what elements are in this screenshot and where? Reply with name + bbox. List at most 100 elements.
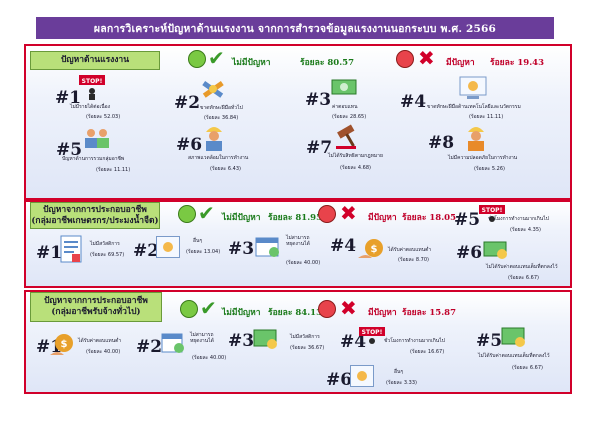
money-icon (501, 327, 525, 347)
has-problem-percent: ร้อยละ 18.05 (402, 213, 457, 223)
section-label-line: (กลุ่มอาชีพรับจ้างทั่วไป) (51, 307, 141, 317)
rank-number: #1 (55, 88, 82, 108)
rank-number: #2 (174, 93, 201, 113)
page-title-text: ผลการวิเคราะห์ปัญหาด้านแรงงาน จากการสำรว… (93, 22, 497, 35)
item-percent: (ร้อยละ 13.04) (186, 249, 221, 255)
worker-icon (206, 127, 222, 151)
item-label: ชั่วโมงการทำงานมากเกินไป (384, 338, 445, 344)
cross-icon: ✖ (340, 296, 357, 320)
has-problem-label: มีปัญหา (368, 308, 397, 318)
happy-face-icon (178, 205, 196, 223)
has-problem-percent: ร้อยละ 19.43 (490, 58, 545, 68)
section-label: ปัญหาด้านแรงงาน (30, 51, 160, 70)
rank-number: #5 (476, 331, 503, 351)
cross-icon: ✖ (340, 201, 357, 225)
item-label: ไม่มีสวัสดิการ (90, 241, 120, 247)
document-icon (60, 235, 82, 263)
item-percent: (ร้อยละ 36.84) (204, 115, 239, 121)
item-label: ไม่มีความปลอดภัยในการทำงาน (448, 155, 518, 161)
item-percent: (ร้อยละ 6.67) (512, 365, 543, 371)
money-bag-icon: $ (358, 239, 383, 258)
item-percent: (ร้อยละ 69.57) (90, 252, 125, 258)
rank-number: #4 (340, 332, 367, 352)
cross-icon: ✖ (418, 46, 435, 70)
rank-number: #5 (56, 140, 83, 160)
item-percent: (ร้อยละ 52.03) (86, 114, 121, 120)
item-percent: (ร้อยละ 3.33) (386, 380, 417, 386)
item-label: ไม่มีสวัสดิการ (290, 334, 320, 340)
item-percent: (ร้อยละ 5.26) (474, 166, 505, 172)
calendar-icon (161, 333, 184, 353)
section-label-line: (กลุ่มอาชีพเกษตรกร/ประมงน้ำจืด) (31, 215, 159, 226)
gavel-icon (336, 124, 356, 149)
item-label: ไม่ได้รับค่าตอบแทนเต็มที่ตกลงไว้ (486, 264, 558, 270)
item-label: ได้รับค่าตอบแทนต่ำ (78, 338, 122, 344)
rank-number: #3 (305, 90, 332, 110)
item-percent: (ร้อยละ 16.67) (410, 349, 445, 355)
no-problem-label: ไม่มีปัญหา (222, 213, 261, 223)
section-label-line: ปัญหาจากการประกอบอาชีพ (44, 296, 148, 306)
item-percent: (ร้อยละ 11.11) (469, 114, 504, 120)
item-label: ขาดทักษะฝีมือทั่วไป (200, 105, 243, 111)
stop-text: STOP! (482, 207, 503, 214)
no-problem-percent: ร้อยละ 80.57 (300, 58, 355, 68)
section-label: ปัญหาจากการประกอบอาชีพ (กลุ่มอาชีพรับจ้า… (30, 292, 162, 322)
no-problem-label: ไม่มีปัญหา (232, 58, 271, 68)
rank-number: #3 (228, 331, 255, 351)
section-label-line: ปัญหาด้านแรงงาน (60, 55, 130, 65)
item-percent: (ร้อยละ 8.70) (398, 257, 429, 263)
stop-sign-icon: STOP! (359, 327, 385, 344)
rank-number: #6 (326, 370, 353, 390)
item-percent: (ร้อยละ 40.00) (286, 260, 321, 266)
money-icon (483, 241, 507, 259)
has-problem-percent: ร้อยละ 15.87 (402, 308, 457, 318)
money-bag-icon: $ (50, 334, 73, 355)
sad-face-icon (396, 50, 414, 68)
rank-number: #4 (330, 236, 357, 256)
item-label: ปัญหาด้านการรวมกลุ่มอาชีพ (62, 156, 125, 162)
section-label-line: ปัญหาจากการประกอบอาชีพ (43, 204, 147, 215)
computer-icon (156, 236, 180, 258)
item-percent: (ร้อยละ 40.00) (86, 349, 121, 355)
item-percent: (ร้อยละ 4.68) (340, 165, 371, 171)
page-title: ผลการวิเคราะห์ปัญหาด้านแรงงาน จากการสำรว… (36, 17, 554, 39)
item-label: ค่าตอบแทน (332, 104, 358, 110)
computer-icon (350, 365, 374, 387)
svg-text:$: $ (371, 244, 378, 255)
section-labor-problems (24, 44, 572, 200)
item-percent: (ร้อยละ 11.11) (96, 167, 131, 173)
item-label: ไม่ได้รับค่าตอบแทนเต็มที่ตกลงไว้ (478, 353, 550, 359)
rank-number: #4 (400, 92, 427, 112)
tools-icon (202, 81, 224, 98)
check-icon: ✔ (208, 46, 225, 70)
stop-sign-icon: STOP! (479, 205, 505, 222)
item-label: ชั่วโมงการทำงานมากเกินไป (488, 216, 549, 222)
no-problem-label: ไม่มีปัญหา (222, 308, 261, 318)
safety-worker-icon (468, 127, 484, 151)
happy-face-icon (188, 50, 206, 68)
rank-number: #7 (306, 138, 333, 158)
item-label: ไม่สามารถ หยุดงานได้ (286, 235, 310, 247)
happy-face-icon (180, 300, 198, 318)
money-icon (253, 329, 277, 349)
money-icon (331, 79, 357, 95)
rank-number: #2 (136, 337, 163, 357)
no-problem-percent: ร้อยละ 81.95 (268, 213, 323, 223)
item-percent: (ร้อยละ 28.65) (332, 114, 367, 120)
sad-face-icon (318, 205, 336, 223)
has-problem-label: มีปัญหา (368, 213, 397, 223)
check-icon: ✔ (200, 296, 217, 320)
check-icon: ✔ (198, 201, 215, 225)
item-label: อื่นๆ (193, 238, 203, 244)
rank-number: #8 (428, 133, 455, 153)
rank-number: #1 (36, 243, 63, 263)
svg-text:$: $ (61, 339, 68, 350)
stop-text: STOP! (362, 329, 383, 336)
computer-icon (459, 76, 487, 99)
rank-number: #3 (228, 239, 255, 259)
item-label: ไม่สามารถ หยุดงานได้ (190, 332, 214, 344)
stop-sign-icon: STOP! (79, 75, 105, 100)
rank-number: #5 (454, 210, 481, 230)
calendar-icon (255, 237, 279, 257)
item-percent: (ร้อยละ 40.00) (192, 355, 227, 361)
